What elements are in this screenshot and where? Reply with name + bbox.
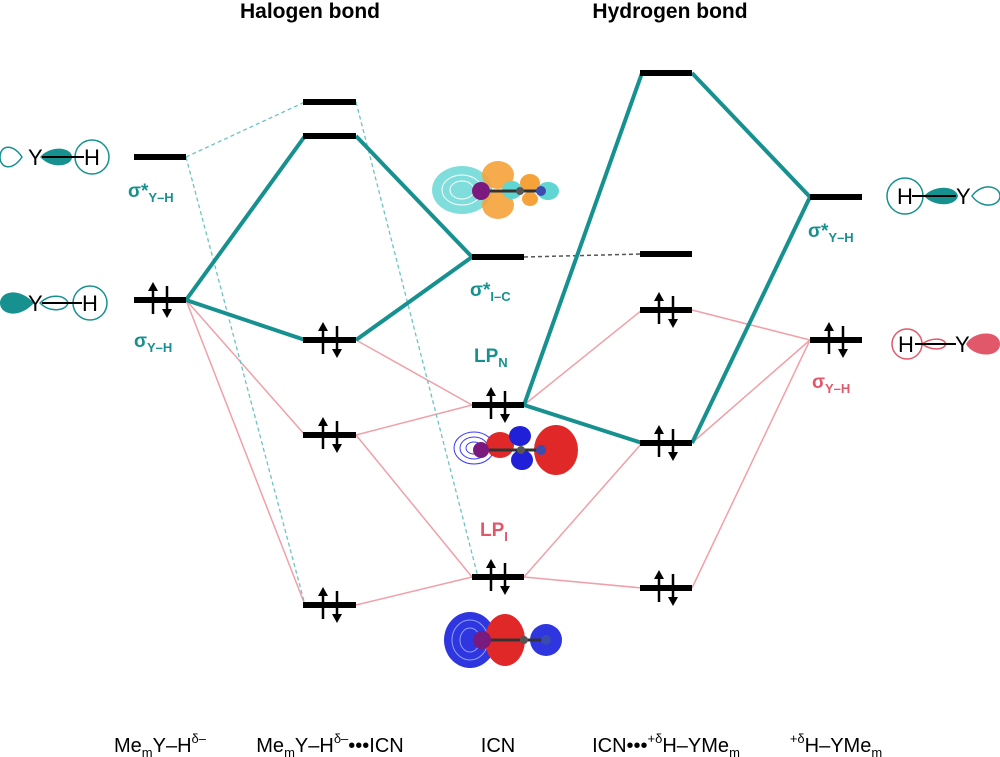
label-lp-i: LPI — [480, 520, 508, 544]
svg-text:H: H — [84, 145, 100, 170]
column-label-4: ICN•••+δH–YMem — [592, 731, 740, 757]
connector-sigma-to-low — [185, 299, 306, 606]
svg-text:H: H — [897, 184, 913, 209]
svg-text:Y: Y — [956, 184, 971, 209]
connector-hb-top-to-sigma — [691, 309, 811, 341]
svg-text:H: H — [82, 291, 98, 316]
label-lp-n: LPN — [474, 346, 508, 370]
column-label-5: +δH–YMem — [790, 731, 882, 757]
dashed-teal-connectors — [185, 101, 479, 606]
orbital-schematic-sigma-right: H Y — [891, 328, 1000, 360]
halogen-bond-title: Halogen bond — [240, 0, 380, 23]
dashed-gray-connector — [523, 253, 643, 258]
label-sigma-yh-right: σY–H — [812, 372, 850, 396]
connector-mid-to-lp-n — [355, 404, 473, 436]
connector-mid-to-lp-i — [355, 434, 473, 578]
connector-hb-low-to-sigma — [691, 339, 811, 589]
connector-hb-mid-to-sigma — [691, 339, 811, 444]
label-sigma-star-yh-left: σ*Y–H — [128, 181, 174, 205]
thick-teal-connectors — [184, 71, 812, 445]
hydrogen-bond-title: Hydrogen bond — [592, 0, 747, 23]
column-label-1: MemY–Hδ– — [114, 731, 207, 757]
svg-text:Y: Y — [28, 145, 43, 170]
svg-text:Y: Y — [28, 291, 43, 316]
orbital-schematic-sigma-left: Y H — [0, 285, 108, 321]
orbital-render-lp-n — [453, 425, 578, 475]
connector-low-to-lp-i — [355, 576, 473, 606]
label-sigma-yh-left: σY–H — [134, 331, 172, 355]
connector-lp-n-to-hb-top — [523, 309, 643, 406]
orbital-schematic-sigma-star-right: H Y — [886, 177, 1000, 215]
column-label-2: MemY–Hδ–•••ICN — [256, 731, 403, 757]
svg-text:H: H — [898, 332, 914, 357]
orbital-render-lp-i — [444, 612, 562, 668]
label-sigma-star-yh-right: σ*Y–H — [808, 221, 854, 245]
connector-lp-i-to-hb-mid — [523, 442, 643, 578]
svg-text:Y: Y — [955, 332, 970, 357]
label-sigma-star-ic: σ*I–C — [470, 280, 511, 304]
energy-levels — [134, 70, 862, 608]
column-label-3: ICN — [481, 735, 515, 757]
orbital-schematic-sigma-star-left: Y H — [0, 139, 110, 175]
occupied-connectors — [185, 299, 811, 606]
connector-sigma-to-mid — [185, 299, 306, 436]
orbital-render-sigma-star-ic — [432, 161, 559, 219]
connector-lp-n-to-complex — [355, 339, 473, 406]
connector-lp-i-to-hb-low — [523, 576, 643, 589]
